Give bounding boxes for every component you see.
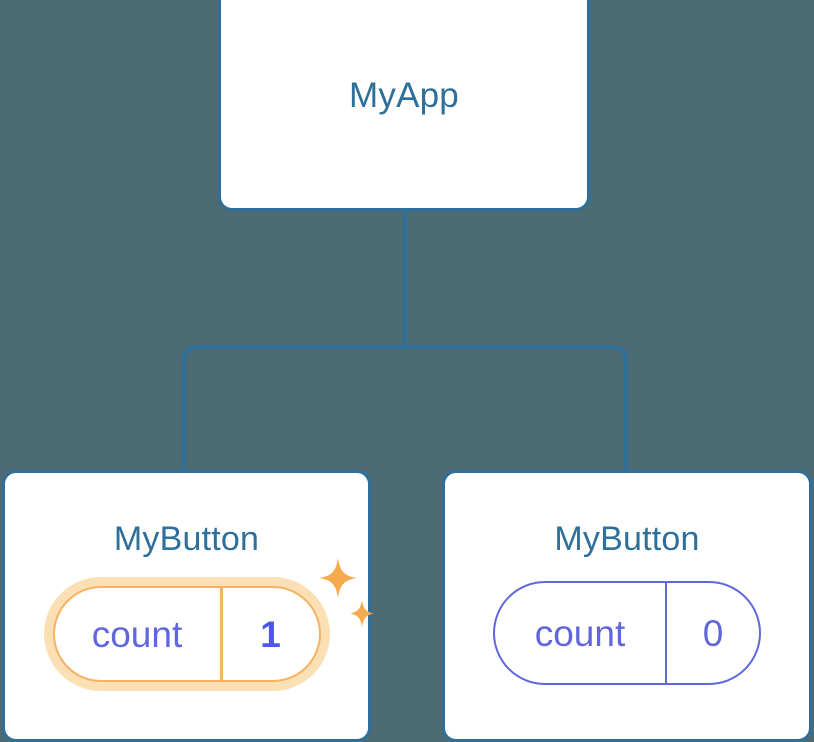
- state-pill-divider-left: [219, 588, 223, 680]
- state-value-left: 1: [260, 613, 281, 655]
- state-key-left: count: [91, 613, 183, 655]
- state-pill-wrapper-left: count 1: [43, 577, 330, 691]
- edge-root-to-left-child: [182, 345, 405, 472]
- node-card-child-right[interactable]: MyButton count 0: [442, 470, 812, 742]
- state-pill-wrapper-right: count 0: [493, 581, 761, 685]
- node-title-child-left: MyButton: [113, 520, 260, 558]
- edge-root-to-right-child: [405, 345, 628, 472]
- state-pill-left[interactable]: count 1: [43, 577, 330, 691]
- node-card-root[interactable]: MyApp: [218, 0, 590, 211]
- node-title-child-right: MyButton: [554, 520, 700, 558]
- state-pill-divider-right: [665, 583, 667, 683]
- state-value-right: 0: [702, 612, 724, 654]
- state-key-right: count: [534, 612, 626, 654]
- node-title-root: MyApp: [349, 76, 459, 115]
- state-pill-right[interactable]: count 0: [493, 581, 761, 685]
- node-card-child-left[interactable]: MyButton count 1: [2, 470, 371, 742]
